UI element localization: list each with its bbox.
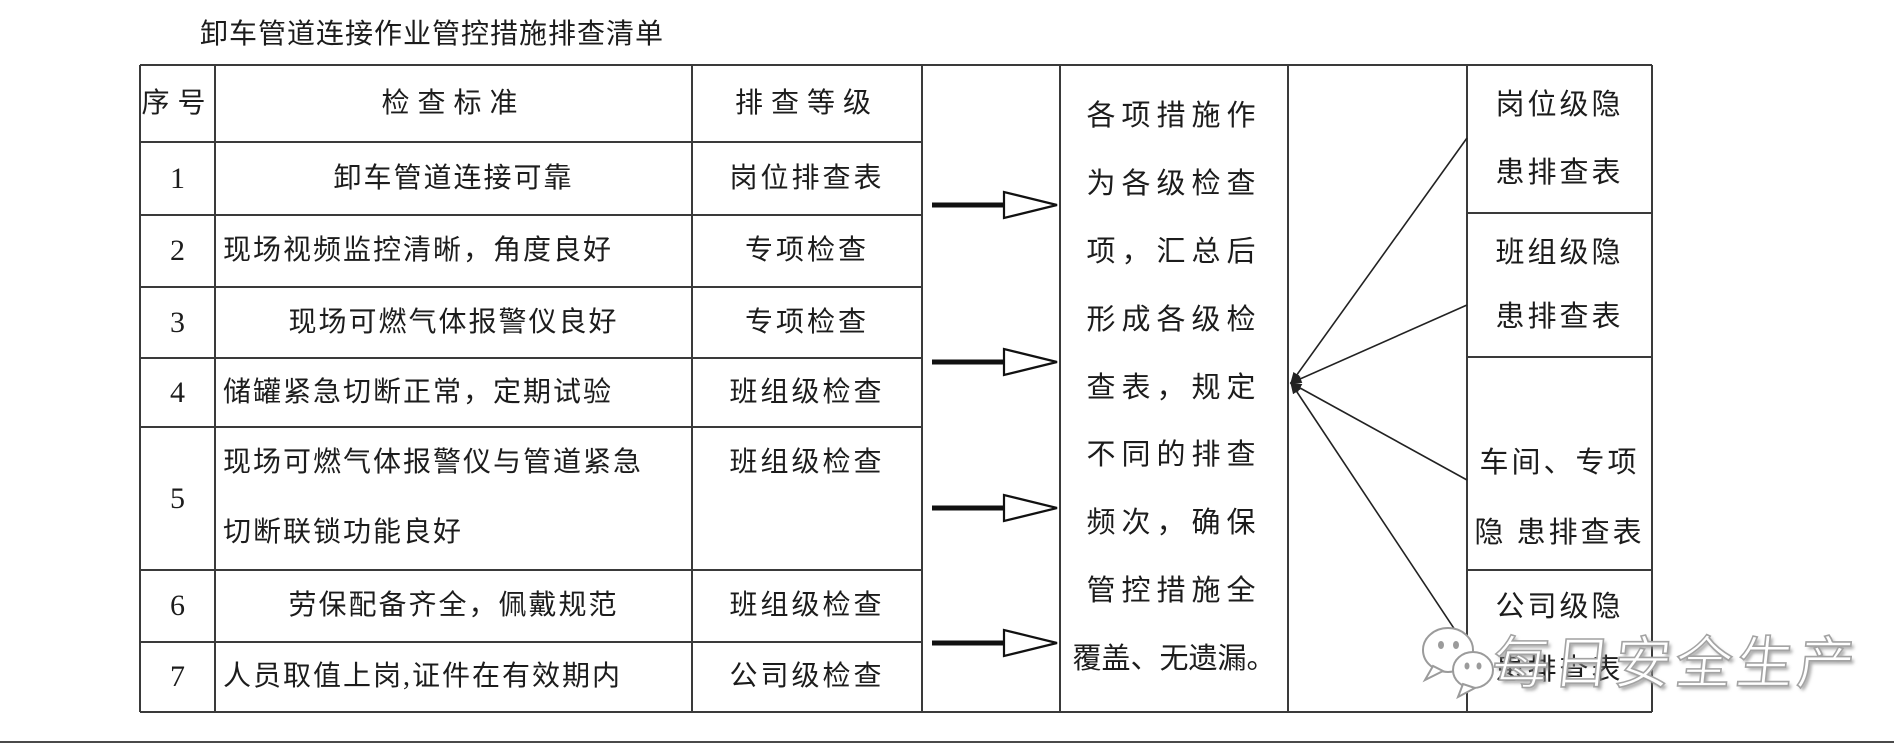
note-line: 频次，确保 xyxy=(1086,507,1262,540)
output-box-workshop-line1: 车间、专项 xyxy=(1479,447,1640,479)
row-level: 公司级检查 xyxy=(729,661,885,692)
output-box-post-level-line2: 患排查表 xyxy=(1495,157,1624,189)
row-no: 6 xyxy=(170,589,185,622)
row-level: 班组级检查 xyxy=(729,590,885,621)
row-level: 班组级检查 xyxy=(729,447,885,478)
note-line: 查表，规定 xyxy=(1086,371,1262,404)
row-level: 岗位排查表 xyxy=(729,163,885,194)
note-line: 不同的排查 xyxy=(1086,439,1262,472)
col-header-level: 排查等级 xyxy=(734,88,879,119)
note-line: 管控措施全 xyxy=(1086,574,1262,607)
row-no: 4 xyxy=(170,376,185,409)
note-line: 覆盖、无遗漏。 xyxy=(1072,642,1276,675)
col-header-standard: 检查标准 xyxy=(381,88,526,119)
row-no: 1 xyxy=(170,162,185,195)
row-no: 5 xyxy=(170,482,185,515)
row-standard: 现场可燃气体报警仪与管道紧急切断联锁功能良好 xyxy=(223,447,644,548)
fan-connector-lines xyxy=(1289,137,1468,649)
row-no: 2 xyxy=(170,234,185,267)
watermark-text: 每日安全生产 xyxy=(1488,631,1862,697)
grid-lines xyxy=(139,64,1653,713)
wechat-icon xyxy=(1422,627,1494,700)
output-box-workshop-line2: 隐 患排查表 xyxy=(1474,517,1645,549)
note-line: 形成各级检 xyxy=(1086,303,1262,336)
output-box-team-level-line2: 患排查表 xyxy=(1495,301,1624,333)
note-line: 各项措施作 xyxy=(1086,100,1262,133)
flow-arrow-3 xyxy=(932,493,1058,523)
row-standard: 现场可燃气体报警仪良好 xyxy=(288,307,619,338)
row-level: 专项检查 xyxy=(744,307,869,338)
note-line: 为各级检查 xyxy=(1086,168,1262,201)
row-level: 班组级检查 xyxy=(729,377,885,408)
page-title: 卸车管道连接作业管控措施排查清单 xyxy=(200,19,665,50)
row-standard: 现场视频监控清晰，角度良好 xyxy=(223,235,614,266)
flow-arrow-2 xyxy=(932,347,1058,377)
row-level: 专项检查 xyxy=(744,235,869,266)
row-standard: 劳保配备齐全，佩戴规范 xyxy=(288,590,619,621)
summary-note: 各项措施作 为各级检查 项，汇总后 形成各级检 查表，规定 不同的排查 频次，确… xyxy=(1060,65,1288,712)
output-box-post-level-line1: 岗位级隐 xyxy=(1495,89,1624,121)
output-box-team-level-line1: 班组级隐 xyxy=(1495,237,1624,269)
row-standard: 卸车管道连接可靠 xyxy=(333,163,574,194)
output-box-company-level-line1: 公司级隐 xyxy=(1495,591,1624,623)
flow-arrow-4 xyxy=(932,628,1058,658)
note-line: 项，汇总后 xyxy=(1086,236,1262,268)
row-standard: 储罐紧急切断正常，定期试验 xyxy=(223,377,614,408)
row-no: 7 xyxy=(170,660,185,693)
row-no: 3 xyxy=(170,306,185,339)
row-standard: 人员取值上岗,证件在有效期内 xyxy=(223,661,623,692)
output-box-company-level-line2: 患排查表 xyxy=(1495,654,1624,686)
flow-arrows xyxy=(932,190,1058,658)
flow-arrow-1 xyxy=(932,190,1058,220)
col-header-no: 序号 xyxy=(141,88,214,119)
